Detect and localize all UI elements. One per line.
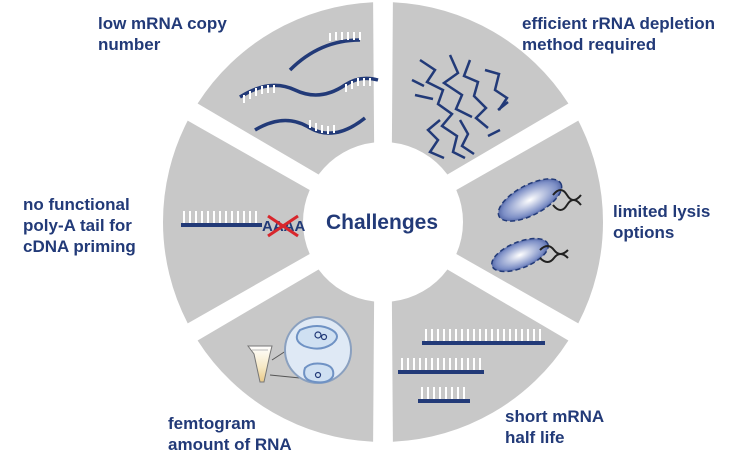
short-strands-icon <box>398 329 545 403</box>
segment-polya <box>163 120 310 324</box>
polya-tail-icon: AAAA <box>181 211 305 238</box>
mrna-strands-icon <box>239 32 379 135</box>
segment-label-lysis: limited lysis options <box>613 202 711 242</box>
segment-rrna <box>391 2 569 175</box>
segment-lysis <box>456 120 603 324</box>
segment-label-half-life: short mRNA half life <box>505 407 605 447</box>
center-label: Challenges <box>325 211 439 234</box>
rrna-structure-icon <box>411 54 509 160</box>
segment-half-life <box>391 269 569 442</box>
segment-label-femtogram: femtogram amount of RNA <box>168 414 292 454</box>
segment-label-polya: no functional poly-A tail for cDNA primi… <box>23 195 136 256</box>
bacteria-icon <box>491 178 582 273</box>
segment-label-low-copy: low mRNA copy number <box>98 14 227 54</box>
segment-label-rrna-depletion: efficient rRNA depletion method required <box>522 14 715 54</box>
tube-magnifier-icon <box>247 316 352 384</box>
